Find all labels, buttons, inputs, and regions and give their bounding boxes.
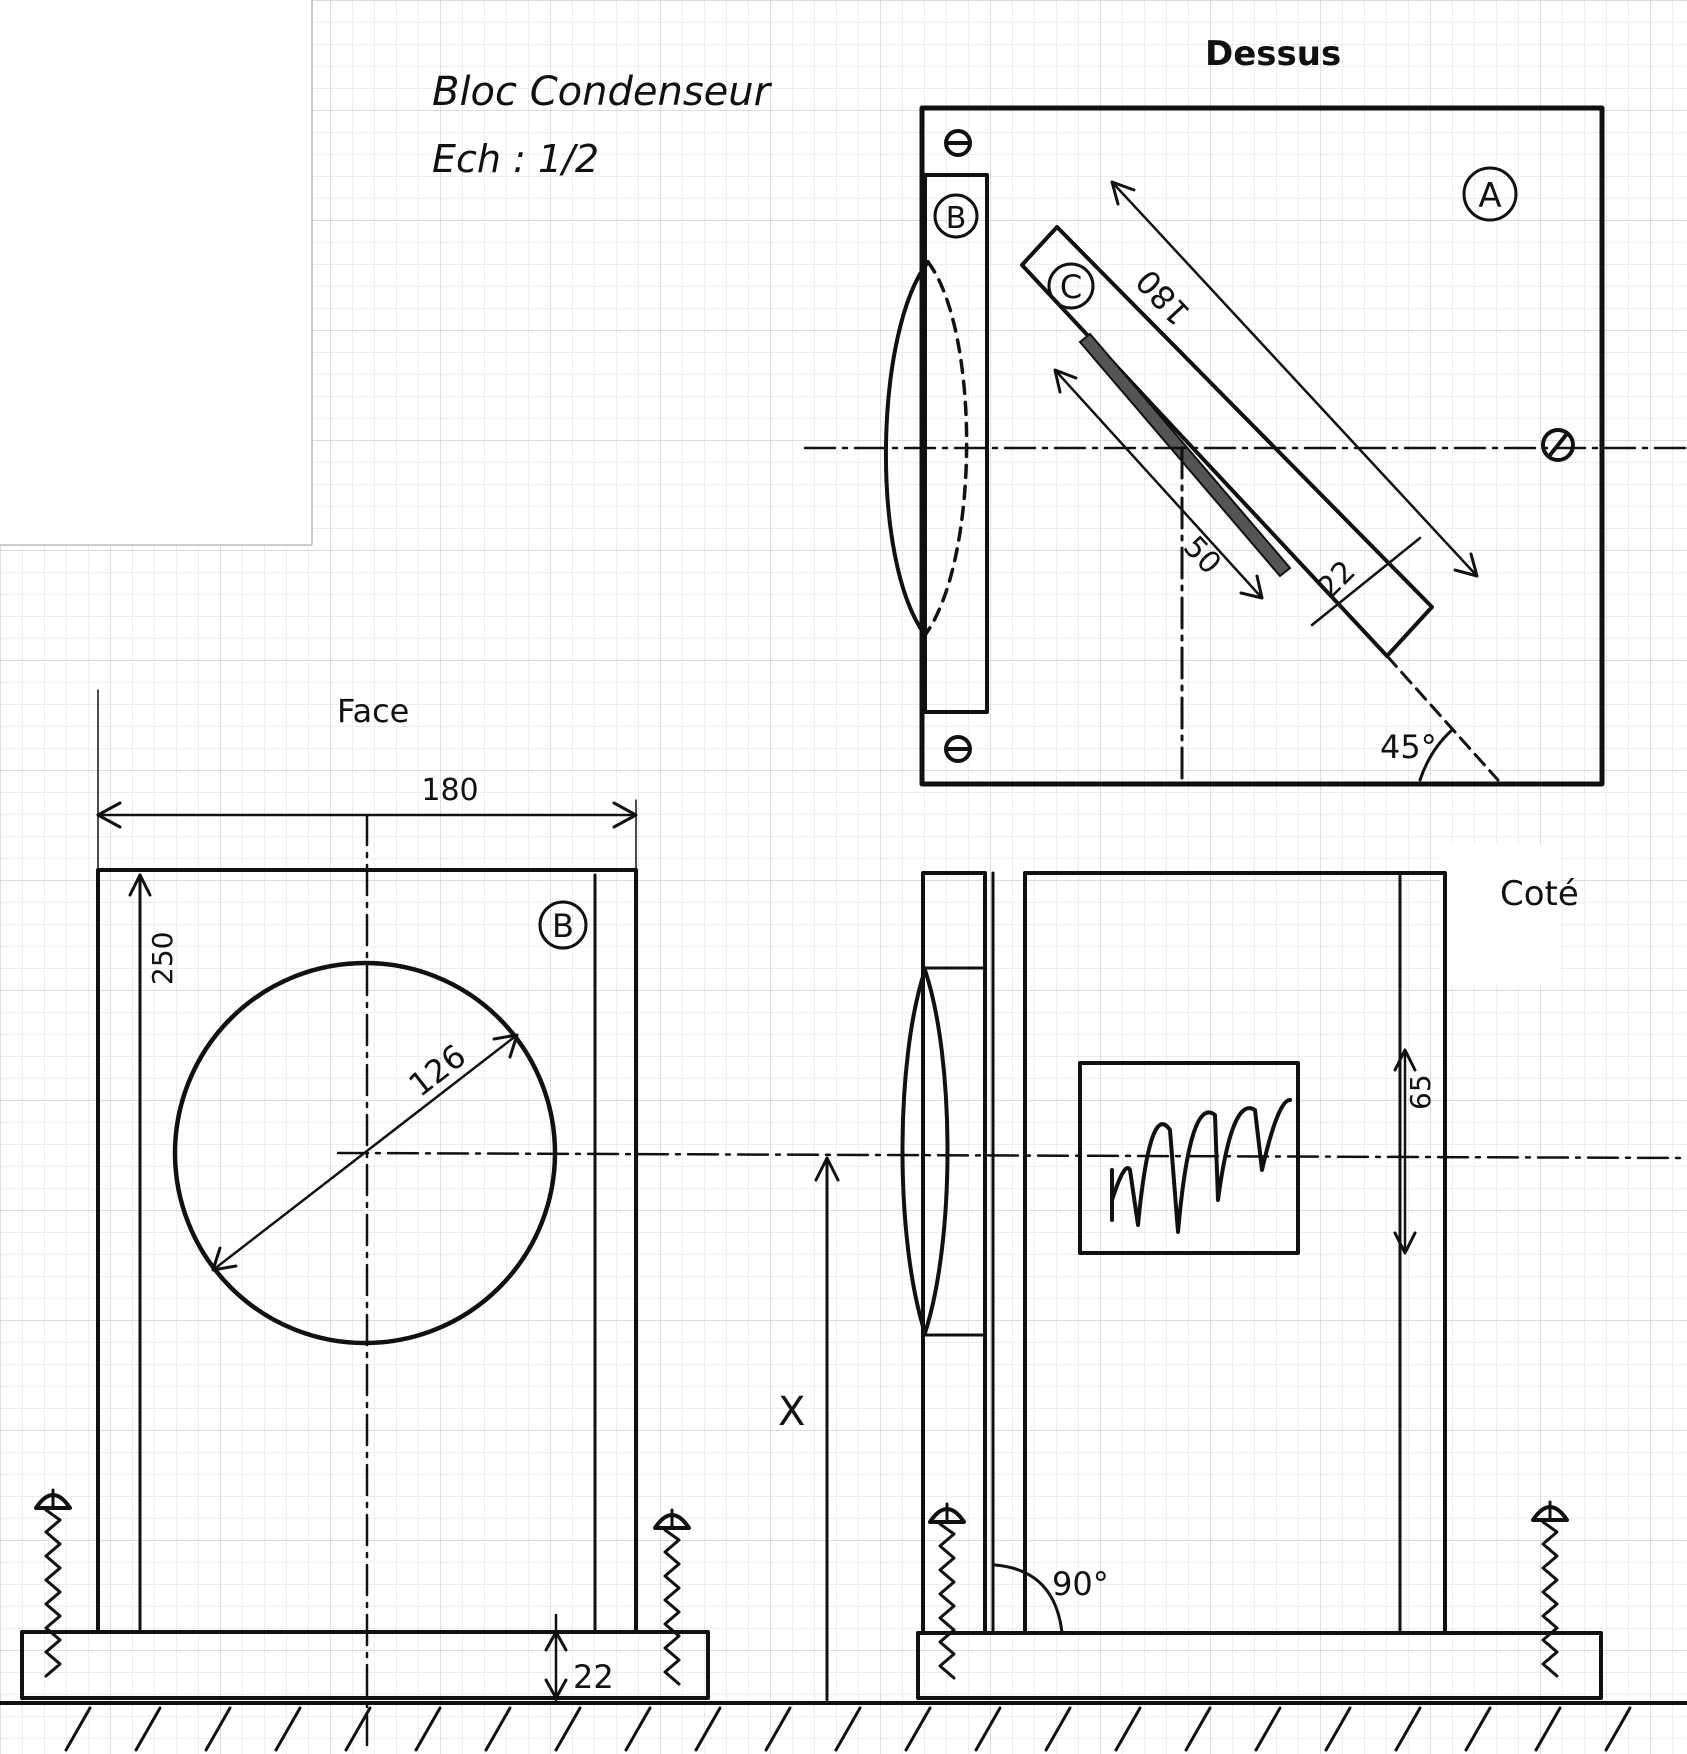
arrowhead [544,1630,568,1652]
part-a-label: A [1478,176,1501,216]
dim-label-x: X [778,1389,805,1435]
dim-label-base: 22 [573,1658,614,1696]
dim-line-50 [1053,368,1264,600]
arrowhead [1110,180,1136,206]
part-b-label-circle [933,193,979,239]
face-view-base [20,1630,710,1700]
screw-head-icon [1541,428,1575,462]
dim-line-22 [1310,536,1422,627]
dim-label-slot: 65 [1404,1074,1437,1110]
sheet-scale: Ech : 1/2 [432,137,599,181]
part-a-label-circle [1462,166,1518,222]
arrowhead [492,1033,519,1059]
arrowhead [544,1678,568,1700]
arrowhead [1393,1048,1417,1072]
face-view-title: Face [337,692,409,730]
side-view-lens [900,968,950,1335]
face-view: Face 180 250 B 126 22 [20,689,1687,1747]
side-view: Coté 65 90° X [778,871,1603,1702]
arrowhead [128,873,152,897]
side-view-base [916,1631,1603,1700]
lamp-filament-icon [1110,1098,1292,1234]
blank-paper-patch-side [1440,845,1560,985]
arrowhead [96,801,122,829]
optical-axis-face [336,1151,1687,1160]
extension-line [1385,654,1500,782]
arrowhead [1239,574,1264,600]
arrowhead [814,1156,840,1182]
part-c-label: C [1060,268,1082,306]
dim-line-180 [1110,180,1479,578]
dim-label-height: 250 [146,932,179,985]
top-view-title: Dessus [1205,34,1341,74]
part-b-label: B [552,907,574,945]
arrowhead [1453,552,1479,578]
angle-label-90: 90° [1052,1565,1109,1603]
screw-icon [653,1508,691,1686]
screw-icon [34,1488,72,1678]
sheet-title: Bloc Condenseur [432,69,773,115]
part-b-label-circle [538,900,588,950]
top-view-lens-hidden [923,260,969,637]
side-view-lamp-box [1078,1061,1300,1255]
arrowhead [211,1246,238,1272]
angle-arc-90 [993,1563,1064,1635]
screw-icon [928,1502,966,1680]
top-view-mirror [1078,332,1292,578]
blank-paper-patch [0,0,312,545]
top-view-lens [883,260,930,637]
arrowhead [1053,368,1078,394]
arrowhead [612,801,638,829]
top-view-part-c [1020,225,1434,658]
arrowhead [1393,1231,1417,1255]
screw-head-icon [944,129,972,157]
angle-label-45: 45° [1380,728,1437,766]
top-view-plate-a [919,105,1605,787]
side-view-title: Coté [1500,874,1579,914]
ground-hatching [0,1701,1687,1752]
part-b-label: B [946,201,967,236]
dim-label-width: 180 [421,773,478,808]
screw-icon [1531,1500,1569,1678]
top-view-part-b [923,173,989,714]
screw-head-icon [944,735,972,763]
angle-arc-45 [1418,728,1454,782]
part-c-label-circle [1047,262,1095,310]
